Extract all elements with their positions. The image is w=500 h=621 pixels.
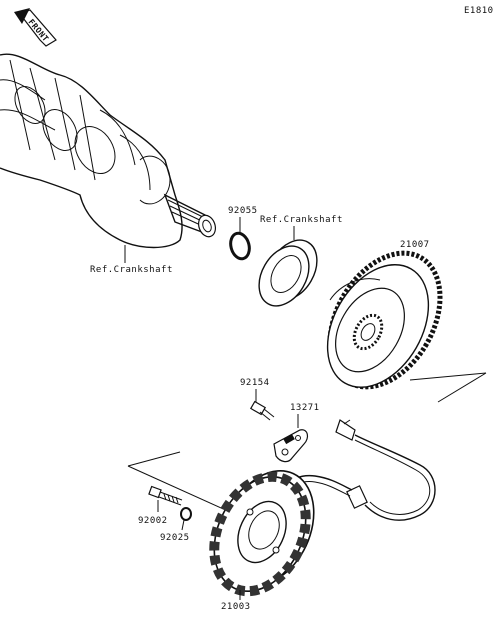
flywheel-21007 bbox=[326, 250, 443, 390]
crankshaft bbox=[0, 53, 217, 263]
oring-92055 bbox=[229, 231, 251, 261]
wire-harness bbox=[281, 419, 436, 521]
label-13271: 13271 bbox=[290, 403, 320, 413]
front-arrow-icon: FRONT bbox=[14, 8, 57, 47]
washer-92025 bbox=[180, 507, 192, 521]
oil-seal bbox=[258, 239, 318, 307]
bolt-92002 bbox=[148, 485, 183, 506]
diagram-code: E1810 bbox=[464, 6, 494, 16]
label-92055: 92055 bbox=[228, 206, 258, 216]
bolt-92154 bbox=[249, 400, 275, 421]
stator-21003 bbox=[209, 469, 315, 597]
label-ref-crankshaft-upper: Ref.Crankshaft bbox=[260, 215, 343, 225]
label-92025: 92025 bbox=[160, 533, 190, 543]
label-21003: 21003 bbox=[221, 602, 251, 612]
label-92002: 92002 bbox=[138, 516, 168, 526]
plate-13271 bbox=[273, 429, 309, 463]
label-ref-crankshaft-lower: Ref.Crankshaft bbox=[90, 265, 173, 275]
label-92154: 92154 bbox=[240, 378, 270, 388]
label-21007: 21007 bbox=[400, 240, 430, 250]
